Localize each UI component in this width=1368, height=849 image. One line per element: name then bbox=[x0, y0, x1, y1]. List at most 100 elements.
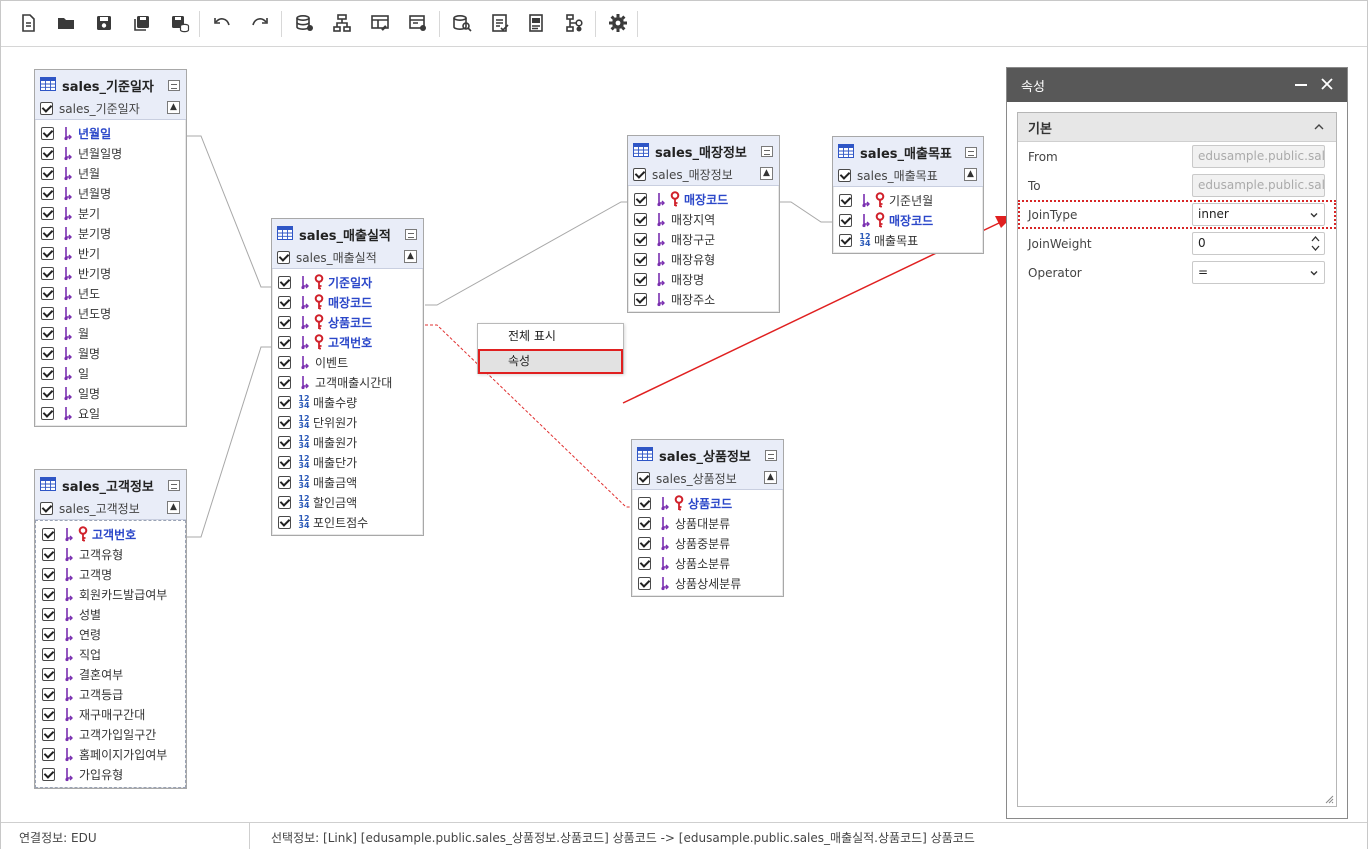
column-checkbox[interactable] bbox=[634, 292, 647, 306]
column-row[interactable]: 가입유형 bbox=[36, 764, 185, 784]
column-row[interactable]: 년월 bbox=[35, 163, 186, 183]
column-row[interactable]: 매장지역 bbox=[628, 209, 779, 229]
column-checkbox[interactable] bbox=[42, 747, 55, 761]
column-row[interactable]: 년월일 bbox=[35, 123, 186, 143]
gear-button[interactable] bbox=[605, 10, 631, 36]
column-checkbox[interactable] bbox=[42, 707, 55, 721]
entity-options-icon[interactable] bbox=[765, 450, 777, 461]
undo-button[interactable] bbox=[209, 10, 235, 36]
column-checkbox[interactable] bbox=[634, 192, 647, 206]
column-row[interactable]: 매장유형 bbox=[628, 249, 779, 269]
relation-line-date-sales[interactable] bbox=[187, 135, 271, 288]
column-checkbox[interactable] bbox=[278, 335, 291, 349]
column-checkbox[interactable] bbox=[278, 275, 291, 289]
column-row[interactable]: 매장코드 bbox=[272, 292, 423, 312]
column-checkbox[interactable] bbox=[41, 246, 54, 260]
spinner-icon[interactable] bbox=[1311, 235, 1320, 252]
entity-checkbox[interactable] bbox=[838, 168, 851, 182]
column-row[interactable]: 년도 bbox=[35, 283, 186, 303]
table-edit-button[interactable] bbox=[367, 10, 393, 36]
column-row[interactable]: 월 bbox=[35, 323, 186, 343]
column-checkbox[interactable] bbox=[278, 315, 291, 329]
column-checkbox[interactable] bbox=[278, 375, 291, 389]
column-checkbox[interactable] bbox=[278, 435, 291, 449]
column-row[interactable]: 회원카드발급여부 bbox=[36, 584, 185, 604]
column-row[interactable]: 일 bbox=[35, 363, 186, 383]
column-row[interactable]: 직업 bbox=[36, 644, 185, 664]
entity-header[interactable]: sales_상품정보 sales_상품정보 ▲ bbox=[632, 440, 783, 490]
column-checkbox[interactable] bbox=[41, 366, 54, 380]
join-type-select[interactable]: inner bbox=[1192, 203, 1325, 226]
column-checkbox[interactable] bbox=[42, 727, 55, 741]
column-checkbox[interactable] bbox=[638, 556, 651, 570]
column-row[interactable]: 요일 bbox=[35, 403, 186, 423]
column-checkbox[interactable] bbox=[42, 527, 55, 541]
tree-settings-button[interactable] bbox=[561, 10, 587, 36]
column-checkbox[interactable] bbox=[41, 386, 54, 400]
column-row[interactable]: 상품코드 bbox=[272, 312, 423, 332]
column-checkbox[interactable] bbox=[42, 587, 55, 601]
column-checkbox[interactable] bbox=[41, 126, 54, 140]
collapse-up-icon[interactable]: ▲ bbox=[964, 168, 977, 181]
column-checkbox[interactable] bbox=[278, 515, 291, 529]
entity-options-icon[interactable] bbox=[168, 480, 180, 491]
column-checkbox[interactable] bbox=[41, 266, 54, 280]
entity-table[interactable]: sales_매장정보 sales_매장정보 ▲ 매장코드 매장지역 매장구군 bbox=[627, 135, 780, 313]
column-row[interactable]: 매장코드 bbox=[833, 210, 983, 230]
entity-header[interactable]: sales_매장정보 sales_매장정보 ▲ bbox=[628, 136, 779, 186]
entity-checkbox[interactable] bbox=[277, 250, 290, 264]
column-row[interactable]: 상품소분류 bbox=[632, 553, 783, 573]
column-checkbox[interactable] bbox=[41, 306, 54, 320]
relation-line-customer-sales[interactable] bbox=[187, 346, 271, 538]
column-row[interactable]: 매장코드 bbox=[628, 189, 779, 209]
entity-header[interactable]: sales_매출실적 sales_매출실적 ▲ bbox=[272, 219, 423, 269]
column-row[interactable]: 년월명 bbox=[35, 183, 186, 203]
column-row[interactable]: 년도명 bbox=[35, 303, 186, 323]
column-checkbox[interactable] bbox=[41, 346, 54, 360]
column-row[interactable]: 반기명 bbox=[35, 263, 186, 283]
entity-header[interactable]: sales_기준일자 sales_기준일자 ▲ bbox=[35, 70, 186, 120]
column-checkbox[interactable] bbox=[634, 252, 647, 266]
operator-select[interactable]: = bbox=[1192, 261, 1325, 284]
column-checkbox[interactable] bbox=[42, 547, 55, 561]
column-row[interactable]: 고객명 bbox=[36, 564, 185, 584]
column-checkbox[interactable] bbox=[278, 475, 291, 489]
column-checkbox[interactable] bbox=[839, 213, 852, 227]
column-checkbox[interactable] bbox=[41, 186, 54, 200]
collapse-up-icon[interactable]: ▲ bbox=[404, 250, 417, 263]
save-button[interactable] bbox=[91, 10, 117, 36]
collapse-up-icon[interactable]: ▲ bbox=[764, 471, 777, 484]
menu-item-properties[interactable]: 속성 bbox=[478, 349, 623, 374]
save-as-button[interactable] bbox=[129, 10, 155, 36]
minimize-icon[interactable] bbox=[1295, 84, 1307, 86]
column-checkbox[interactable] bbox=[41, 226, 54, 240]
open-folder-button[interactable] bbox=[53, 10, 79, 36]
column-row[interactable]: 기준년월 bbox=[833, 190, 983, 210]
column-checkbox[interactable] bbox=[839, 233, 852, 247]
column-row[interactable]: 상품중분류 bbox=[632, 533, 783, 553]
column-row[interactable]: 상품대분류 bbox=[632, 513, 783, 533]
column-checkbox[interactable] bbox=[638, 516, 651, 530]
column-checkbox[interactable] bbox=[42, 607, 55, 621]
resize-grip-icon[interactable] bbox=[1324, 794, 1334, 804]
entity-header[interactable]: sales_고객정보 sales_고객정보 ▲ bbox=[35, 470, 186, 520]
column-row[interactable]: 이벤트 bbox=[272, 352, 423, 372]
column-checkbox[interactable] bbox=[42, 647, 55, 661]
entity-table[interactable]: sales_기준일자 sales_기준일자 ▲ 년월일 년월일명 년월 bbox=[34, 69, 187, 427]
column-row[interactable]: 홈페이지가입여부 bbox=[36, 744, 185, 764]
column-row[interactable]: 일명 bbox=[35, 383, 186, 403]
menu-item-show-all[interactable]: 전체 표시 bbox=[508, 329, 556, 343]
column-row[interactable]: 상품코드 bbox=[632, 493, 783, 513]
column-checkbox[interactable] bbox=[41, 326, 54, 340]
column-checkbox[interactable] bbox=[42, 767, 55, 781]
entity-options-icon[interactable] bbox=[168, 80, 180, 91]
column-row[interactable]: 고객번호 bbox=[36, 524, 185, 544]
table-settings-button[interactable] bbox=[405, 10, 431, 36]
column-checkbox[interactable] bbox=[41, 286, 54, 300]
